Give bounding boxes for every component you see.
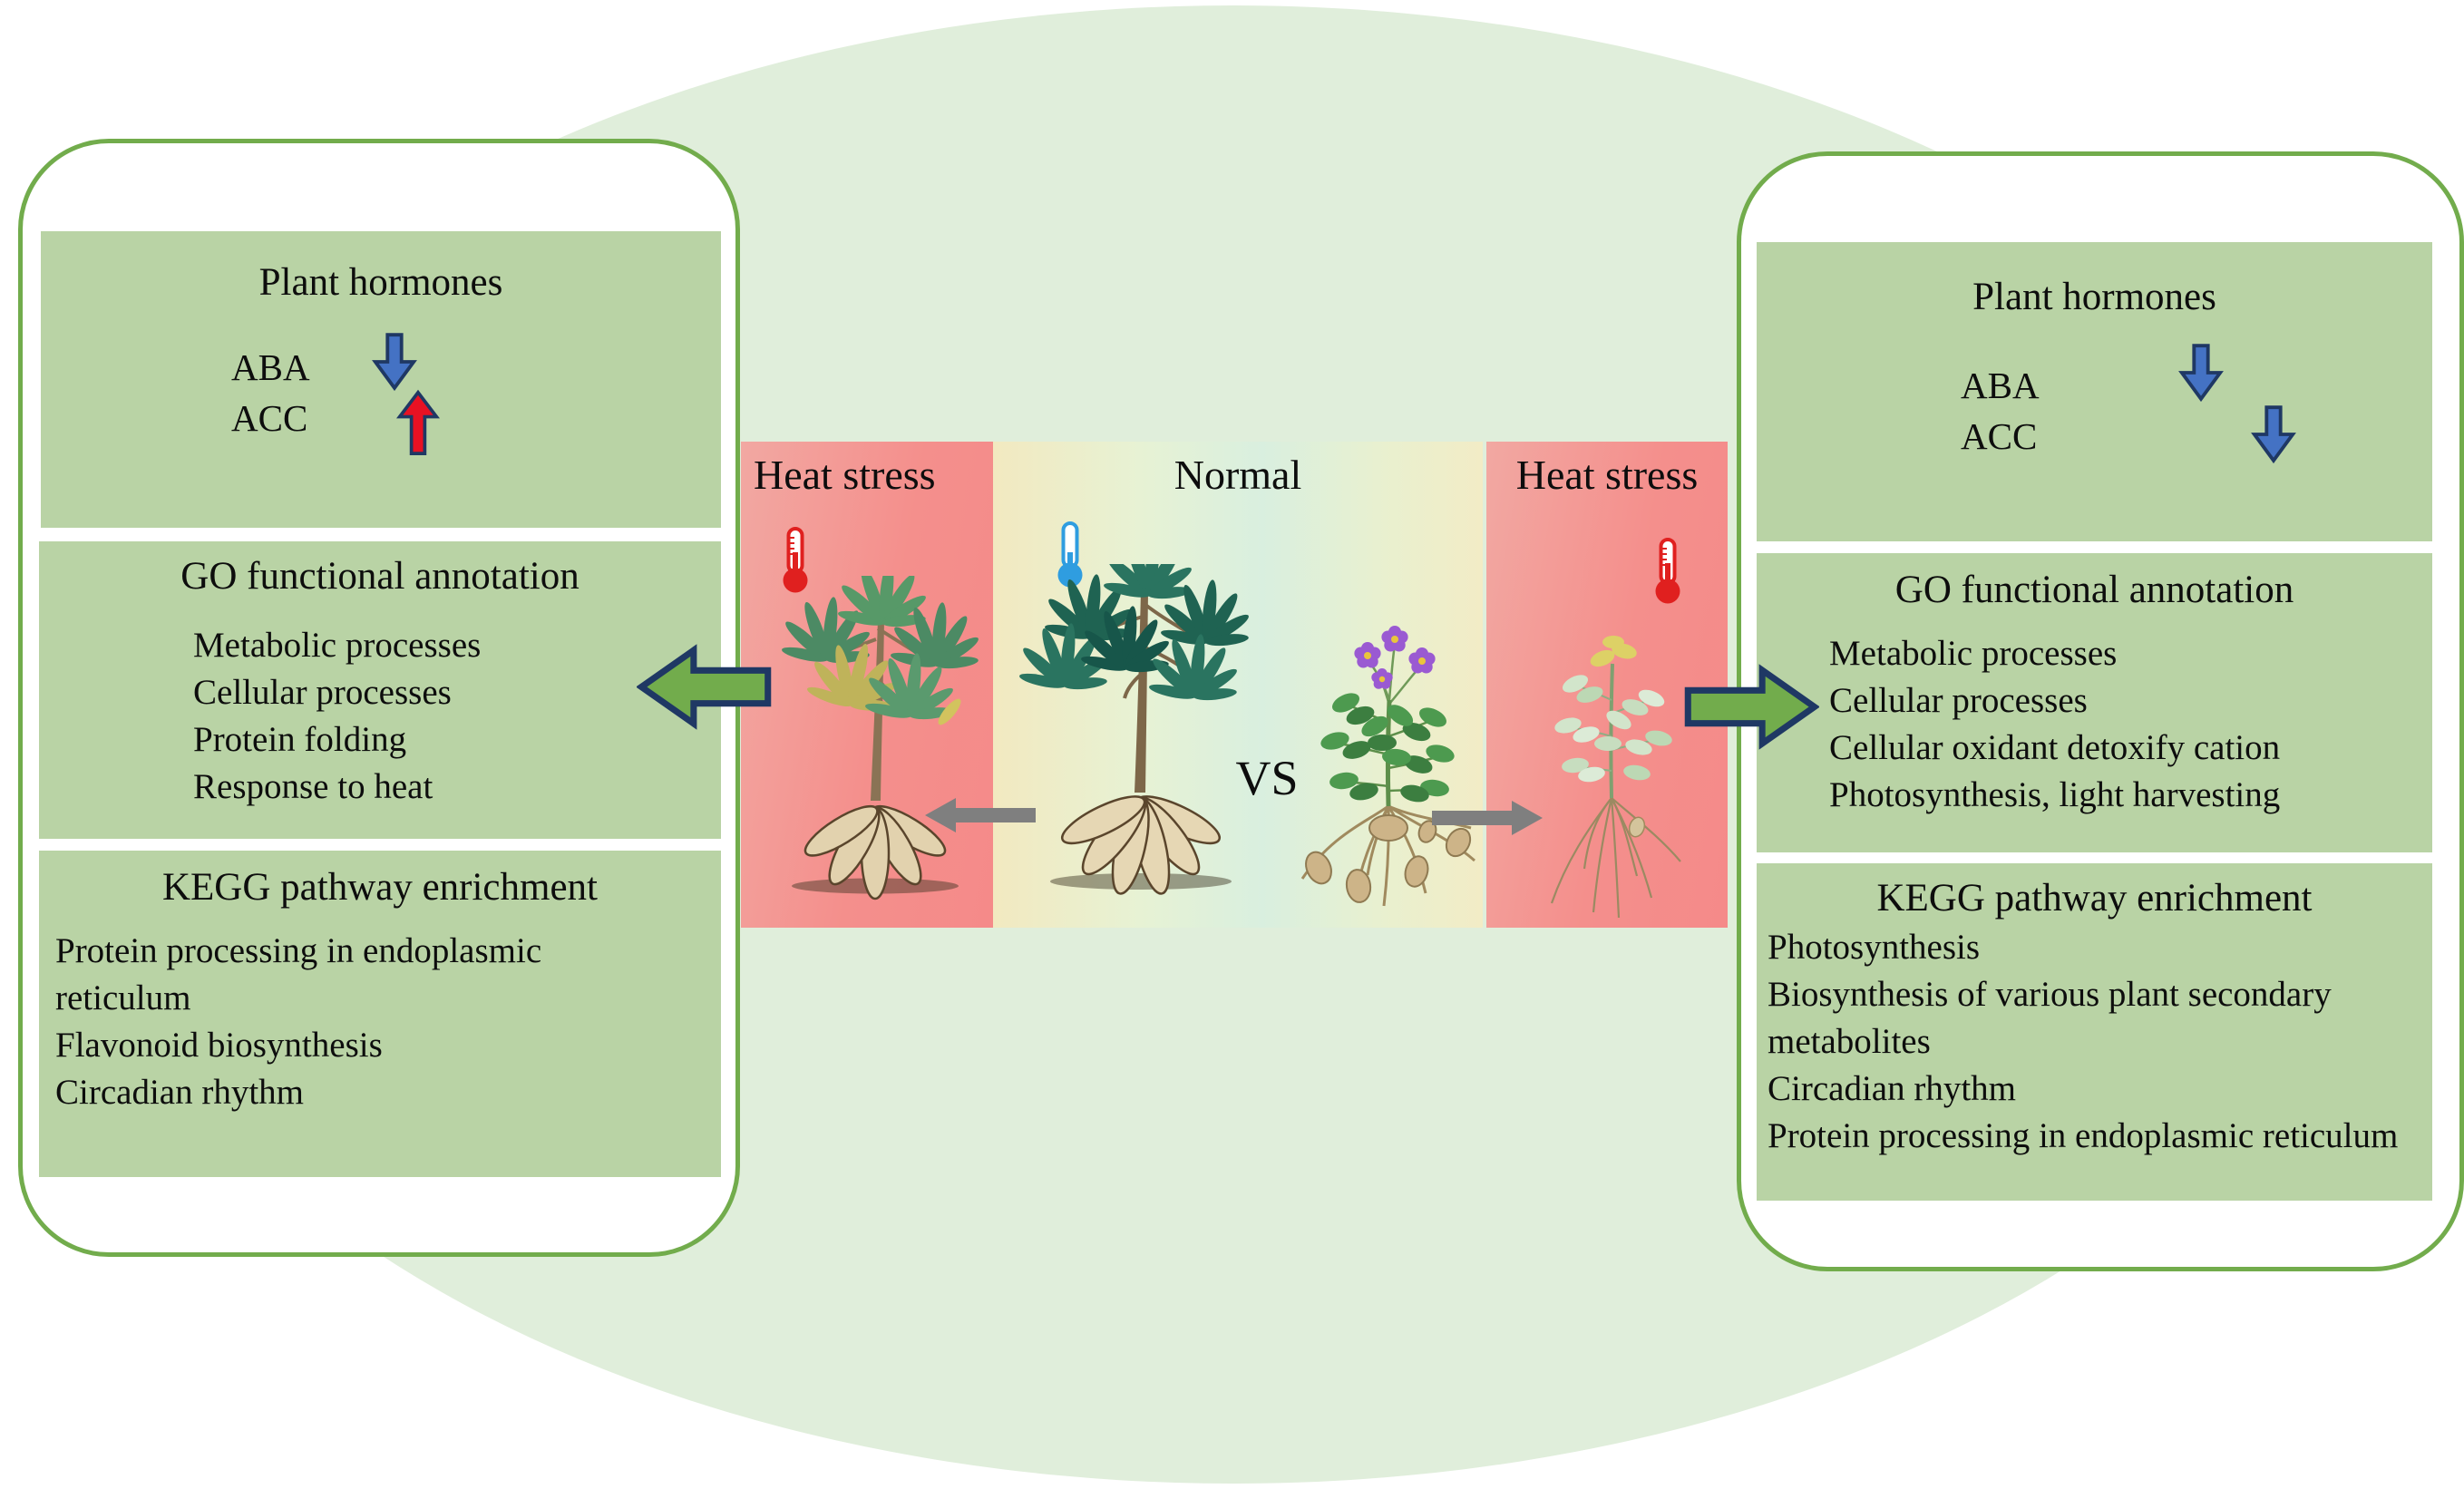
heat-stress-right-label: Heat stress — [1515, 452, 1699, 498]
thermometer-blue-icon — [1052, 520, 1088, 590]
list-item: Protein processing in endoplasmic reticu… — [55, 931, 542, 1017]
vs-label: VS — [1235, 751, 1299, 805]
thermometer-red-icon — [777, 525, 813, 596]
list-item: Protein folding — [193, 720, 407, 759]
down-arrow-icon — [2178, 344, 2224, 402]
left-kegg-items: Protein processing in endoplasmic reticu… — [55, 928, 636, 1116]
heat-stress-band-right — [1486, 442, 1728, 928]
list-item: Metabolic processes — [1829, 634, 2118, 673]
list-item: Circadian rhythm — [1768, 1069, 2017, 1108]
gray-arrow-left-icon — [922, 795, 1036, 835]
potato-plant-heat-stressed-illustration — [1501, 600, 1723, 927]
left-go-items: Metabolic processes Cellular processes P… — [193, 622, 721, 811]
cassava-heat-stressed-illustration — [755, 576, 995, 928]
thermometer-red-icon — [1650, 536, 1686, 607]
list-item: Circadian rhythm — [55, 1073, 305, 1112]
plant-comparison-strip: Heat stress Normal Heat stress — [741, 442, 1728, 928]
right-hormone-labels: ABA ACC — [1961, 360, 2040, 462]
left-annotation-panel: Plant hormones ABA ACC GO functional ann… — [18, 139, 740, 1257]
right-hormones-box: Plant hormones ABA ACC — [1757, 242, 2432, 541]
normal-label: Normal — [1174, 452, 1302, 498]
list-item: Flavonoid biosynthesis — [55, 1026, 383, 1065]
right-kegg-box: KEGG pathway enrichment Photosynthesis B… — [1757, 863, 2432, 1201]
down-arrow-icon — [2251, 404, 2296, 465]
list-item: Photosynthesis — [1768, 928, 1981, 967]
potato-plant-normal-illustration — [1281, 614, 1498, 927]
right-go-box: GO functional annotation Metabolic proce… — [1757, 553, 2432, 852]
list-item: Response to heat — [193, 767, 433, 806]
list-item: Cellular oxidant detoxify cation — [1829, 728, 2281, 767]
down-arrow-icon — [372, 333, 417, 391]
gray-arrow-right-icon — [1432, 798, 1545, 838]
left-go-box: GO functional annotation Metabolic proce… — [39, 541, 721, 839]
list-item: Protein processing in endoplasmic reticu… — [1768, 1116, 2399, 1155]
right-go-items: Metabolic processes Cellular processes C… — [1829, 630, 2432, 819]
left-acc-label: ACC — [231, 397, 308, 439]
up-arrow-icon — [396, 387, 440, 458]
list-item: Biosynthesis of various plant secondary … — [1768, 975, 2332, 1061]
block-arrow-left-icon — [637, 644, 773, 731]
right-aba-label: ABA — [1961, 365, 2040, 406]
list-item: Cellular processes — [193, 673, 452, 712]
left-kegg-title: KEGG pathway enrichment — [161, 866, 598, 909]
left-hormone-labels: ABA ACC — [231, 342, 310, 443]
heat-stress-left-label: Heat stress — [754, 452, 936, 498]
right-acc-label: ACC — [1961, 415, 2038, 457]
cassava-normal-illustration — [1008, 564, 1267, 927]
list-item: Cellular processes — [1829, 681, 2088, 720]
right-hormones-title: Plant hormones — [1972, 276, 2216, 318]
block-arrow-right-icon — [1683, 664, 1819, 751]
left-aba-label: ABA — [231, 346, 310, 388]
left-kegg-box: KEGG pathway enrichment Protein processi… — [39, 851, 721, 1177]
left-hormones-box: Plant hormones ABA ACC — [41, 231, 721, 528]
list-item: Metabolic processes — [193, 626, 482, 665]
right-go-title: GO functional annotation — [1894, 569, 2294, 611]
right-annotation-panel: Plant hormones ABA ACC GO functional ann… — [1737, 151, 2464, 1271]
list-item: Photosynthesis, light harvesting — [1829, 775, 2281, 814]
right-kegg-title: KEGG pathway enrichment — [1876, 877, 2313, 920]
left-hormones-title: Plant hormones — [258, 261, 503, 304]
right-kegg-items: Photosynthesis Biosynthesis of various p… — [1768, 924, 2420, 1160]
left-go-title: GO functional annotation — [180, 555, 579, 598]
